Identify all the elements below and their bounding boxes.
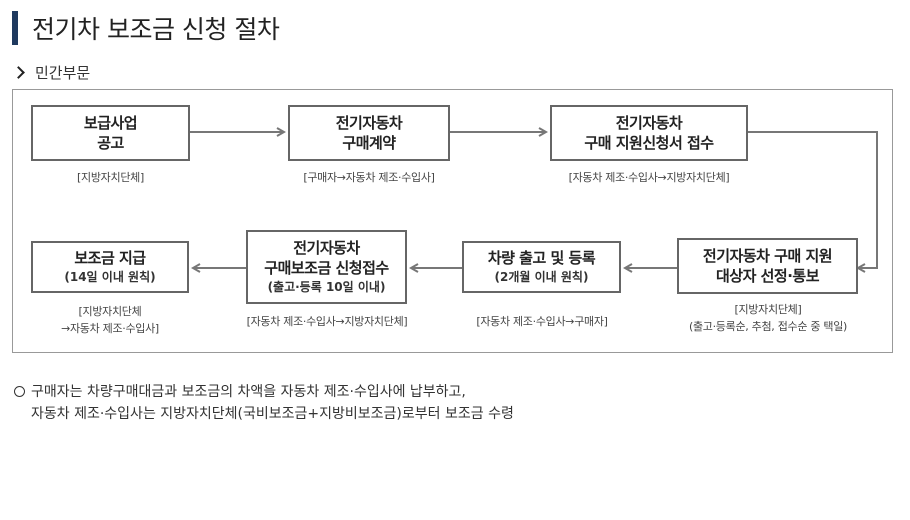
step-6-line3: (출고·등록 10일 이내) — [267, 280, 386, 294]
step-5-caption: [자동차 제조·수입사→구매자] — [446, 313, 638, 330]
step-box-5: 차량 출고 및 등록 (2개월 이내 원칙) — [462, 241, 621, 293]
section-heading: 민간부문 — [12, 62, 91, 83]
step-6-caption1: [자동차 제조·수입사→지방자치단체] — [246, 315, 408, 328]
step-1-line1: 보급사업 — [83, 114, 138, 132]
step-6-line1: 전기자동차 — [293, 239, 360, 257]
step-5-line2: (2개월 이내 원칙) — [494, 270, 589, 284]
note-block: 구매자는 차량구매대금과 보조금의 차액을 자동차 제조·수입사에 납부하고, … — [14, 381, 514, 425]
arrow-3-to-4 — [748, 131, 878, 268]
step-3-caption: [자동차 제조·수입사→지방자치단체] — [540, 169, 758, 186]
circle-bullet-icon — [14, 385, 25, 397]
step-7-caption2: →자동차 제조·수입사] — [61, 322, 159, 335]
step-6-line2: 구매보조금 신청접수 — [264, 259, 389, 277]
page-title: 전기차 보조금 신청 절차 — [32, 15, 280, 44]
step-2-caption1: [구매자→자동차 제조·수입사] — [303, 171, 435, 184]
note-line-1: 구매자는 차량구매대금과 보조금의 차액을 자동차 제조·수입사에 납부하고, — [14, 381, 514, 403]
step-box-4: 전기자동차 구매 지원 대상자 선정·통보 — [677, 238, 858, 294]
step-5-line1: 차량 출고 및 등록 — [487, 249, 596, 267]
step-2-line1: 전기자동차 — [335, 114, 403, 132]
step-1-caption: [지방자치단체] — [31, 169, 190, 186]
step-7-caption1: [지방자치단체 — [78, 305, 142, 318]
step-box-3: 전기자동차 구매 지원신청서 접수 — [550, 105, 748, 161]
step-2-line2: 구매계약 — [342, 134, 396, 152]
step-5-caption1: [자동차 제조·수입사→구매자] — [476, 315, 608, 328]
step-4-caption1: [지방자치단체] — [734, 303, 802, 316]
section-label: 민간부문 — [35, 64, 91, 82]
step-3-line2: 구매 지원신청서 접수 — [584, 134, 714, 152]
diagram-frame — [12, 89, 893, 353]
step-3-caption1: [자동차 제조·수입사→지방자치단체] — [568, 171, 730, 184]
step-1-caption1: [지방자치단체] — [77, 171, 144, 184]
step-4-caption2: (출고·등록순, 추첨, 접수순 중 택일) — [688, 320, 848, 333]
step-7-line2: (14일 이내 원칙) — [64, 270, 156, 284]
step-box-1: 보급사업 공고 — [31, 105, 190, 161]
step-4-caption: [지방자치단체] (출고·등록순, 추첨, 접수순 중 택일) — [662, 301, 874, 335]
note-line-1-text: 구매자는 차량구매대금과 보조금의 차액을 자동차 제조·수입사에 납부하고, — [31, 384, 466, 400]
step-7-line1: 보조금 지급 — [74, 249, 146, 267]
title-accent-bar — [12, 11, 18, 45]
step-6-caption: [자동차 제조·수입사→지방자치단체] — [220, 313, 434, 330]
step-1-line2: 공고 — [97, 134, 124, 152]
note-line-2: 자동차 제조·수입사는 지방자치단체(국비보조금+지방비보조금)로부터 보조금 … — [31, 406, 514, 422]
step-3-line1: 전기자동차 — [615, 114, 683, 132]
step-2-caption: [구매자→자동차 제조·수입사] — [270, 169, 468, 186]
step-7-caption: [지방자치단체 →자동차 제조·수입사] — [31, 303, 189, 337]
step-4-line2: 대상자 선정·통보 — [715, 267, 820, 285]
step-box-6: 전기자동차 구매보조금 신청접수 (출고·등록 10일 이내) — [246, 230, 407, 304]
step-box-7: 보조금 지급 (14일 이내 원칙) — [31, 241, 189, 293]
step-box-2: 전기자동차 구매계약 — [288, 105, 450, 161]
step-4-line1: 전기자동차 구매 지원 — [702, 247, 833, 265]
